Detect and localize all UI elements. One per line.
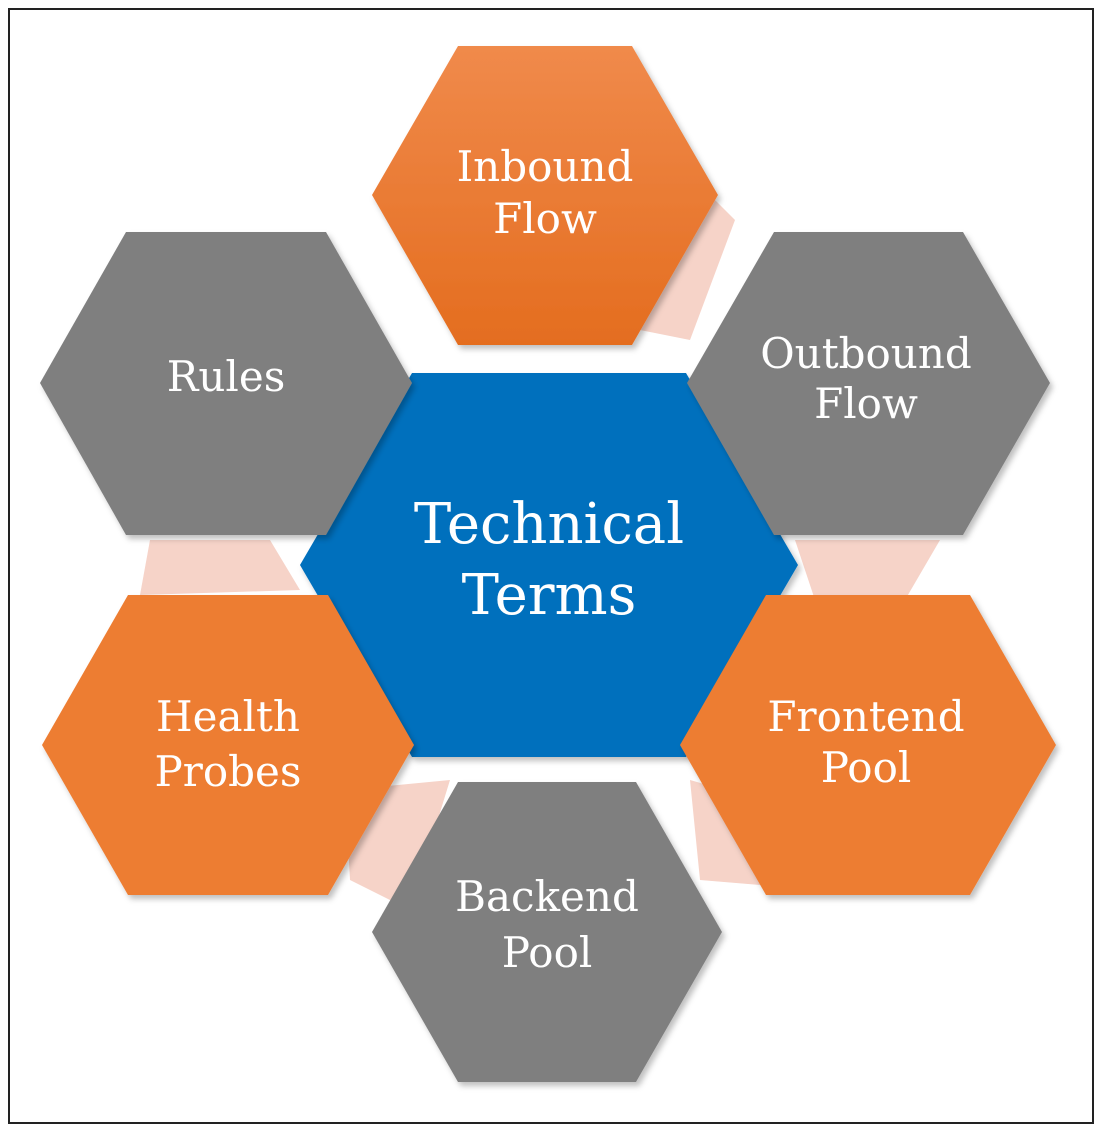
inbound-flow-label-line2: Flow — [493, 194, 597, 243]
node-inbound-flow: Inbound Flow — [372, 46, 718, 345]
connector-ring — [140, 175, 940, 910]
node-rules: Rules — [40, 232, 412, 535]
center-label-line2: Terms — [462, 563, 637, 628]
health-probes-label-line2: Probes — [155, 747, 302, 796]
outbound-flow-hexagon — [687, 232, 1050, 535]
frontend-pool-label-line1: Frontend — [767, 692, 964, 741]
node-backend-pool: Backend Pool — [372, 782, 722, 1082]
rules-hexagon — [40, 232, 412, 535]
backend-pool-hexagon — [372, 782, 722, 1082]
backend-pool-label-line2: Pool — [502, 928, 593, 977]
node-frontend-pool: Frontend Pool — [680, 595, 1056, 895]
health-probes-hexagon — [42, 595, 414, 895]
inbound-flow-hexagon — [372, 46, 718, 345]
frontend-pool-hexagon — [680, 595, 1056, 895]
rules-label: Rules — [167, 352, 286, 401]
frontend-pool-label-line2: Pool — [821, 743, 912, 792]
health-probes-label-line1: Health — [156, 692, 300, 741]
connector-health-rules — [140, 540, 300, 595]
outbound-flow-label-line1: Outbound — [760, 329, 972, 378]
node-health-probes: Health Probes — [42, 595, 414, 895]
backend-pool-label-line1: Backend — [455, 872, 639, 921]
center-label-line1: Technical — [414, 492, 684, 557]
center-hexagon-shape — [300, 373, 798, 757]
center-hexagon: Technical Terms — [300, 373, 798, 757]
node-outbound-flow: Outbound Flow — [687, 232, 1050, 535]
inbound-flow-label-line1: Inbound — [457, 142, 634, 191]
connector-outbound-frontend — [795, 540, 940, 600]
outbound-flow-label-line2: Flow — [814, 379, 918, 428]
connector-inbound-outbound — [640, 175, 735, 340]
